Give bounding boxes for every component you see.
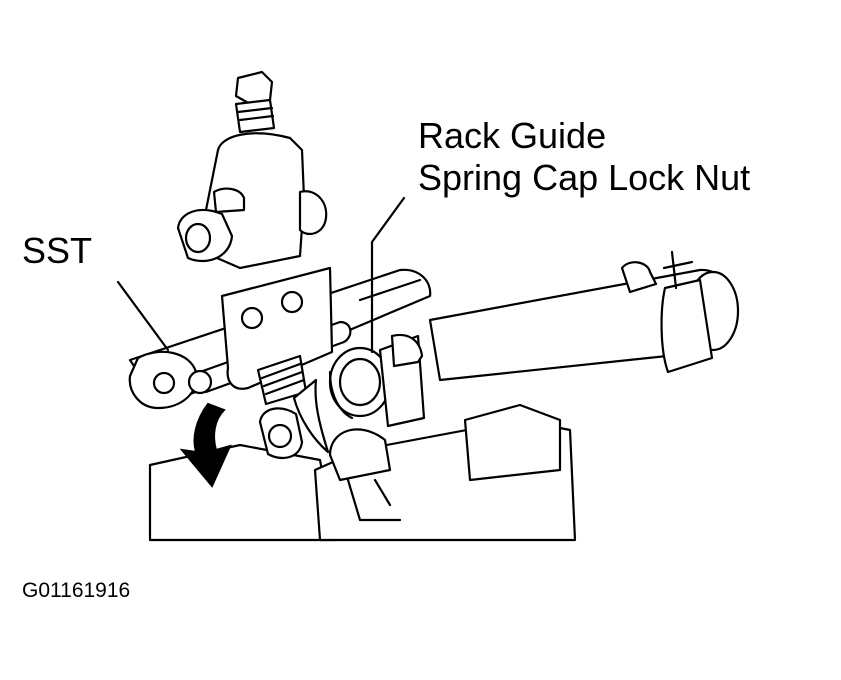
label-rack-guide-line2: Spring Cap Lock Nut bbox=[418, 157, 751, 198]
rotation-arrow-icon bbox=[179, 402, 232, 488]
sst-plate bbox=[220, 266, 334, 454]
figure-code: G01161916 bbox=[22, 579, 131, 602]
rack-tube bbox=[428, 250, 740, 382]
label-rack-guide-line1: Rack Guide bbox=[418, 115, 607, 156]
vise-housing bbox=[148, 403, 577, 542]
leader-lines bbox=[116, 196, 406, 354]
clamp-block bbox=[258, 407, 304, 460]
control-valve-body bbox=[176, 70, 328, 270]
rack-guide-spring-cap-lock-nut bbox=[328, 333, 426, 428]
label-sst: SST bbox=[22, 230, 93, 271]
